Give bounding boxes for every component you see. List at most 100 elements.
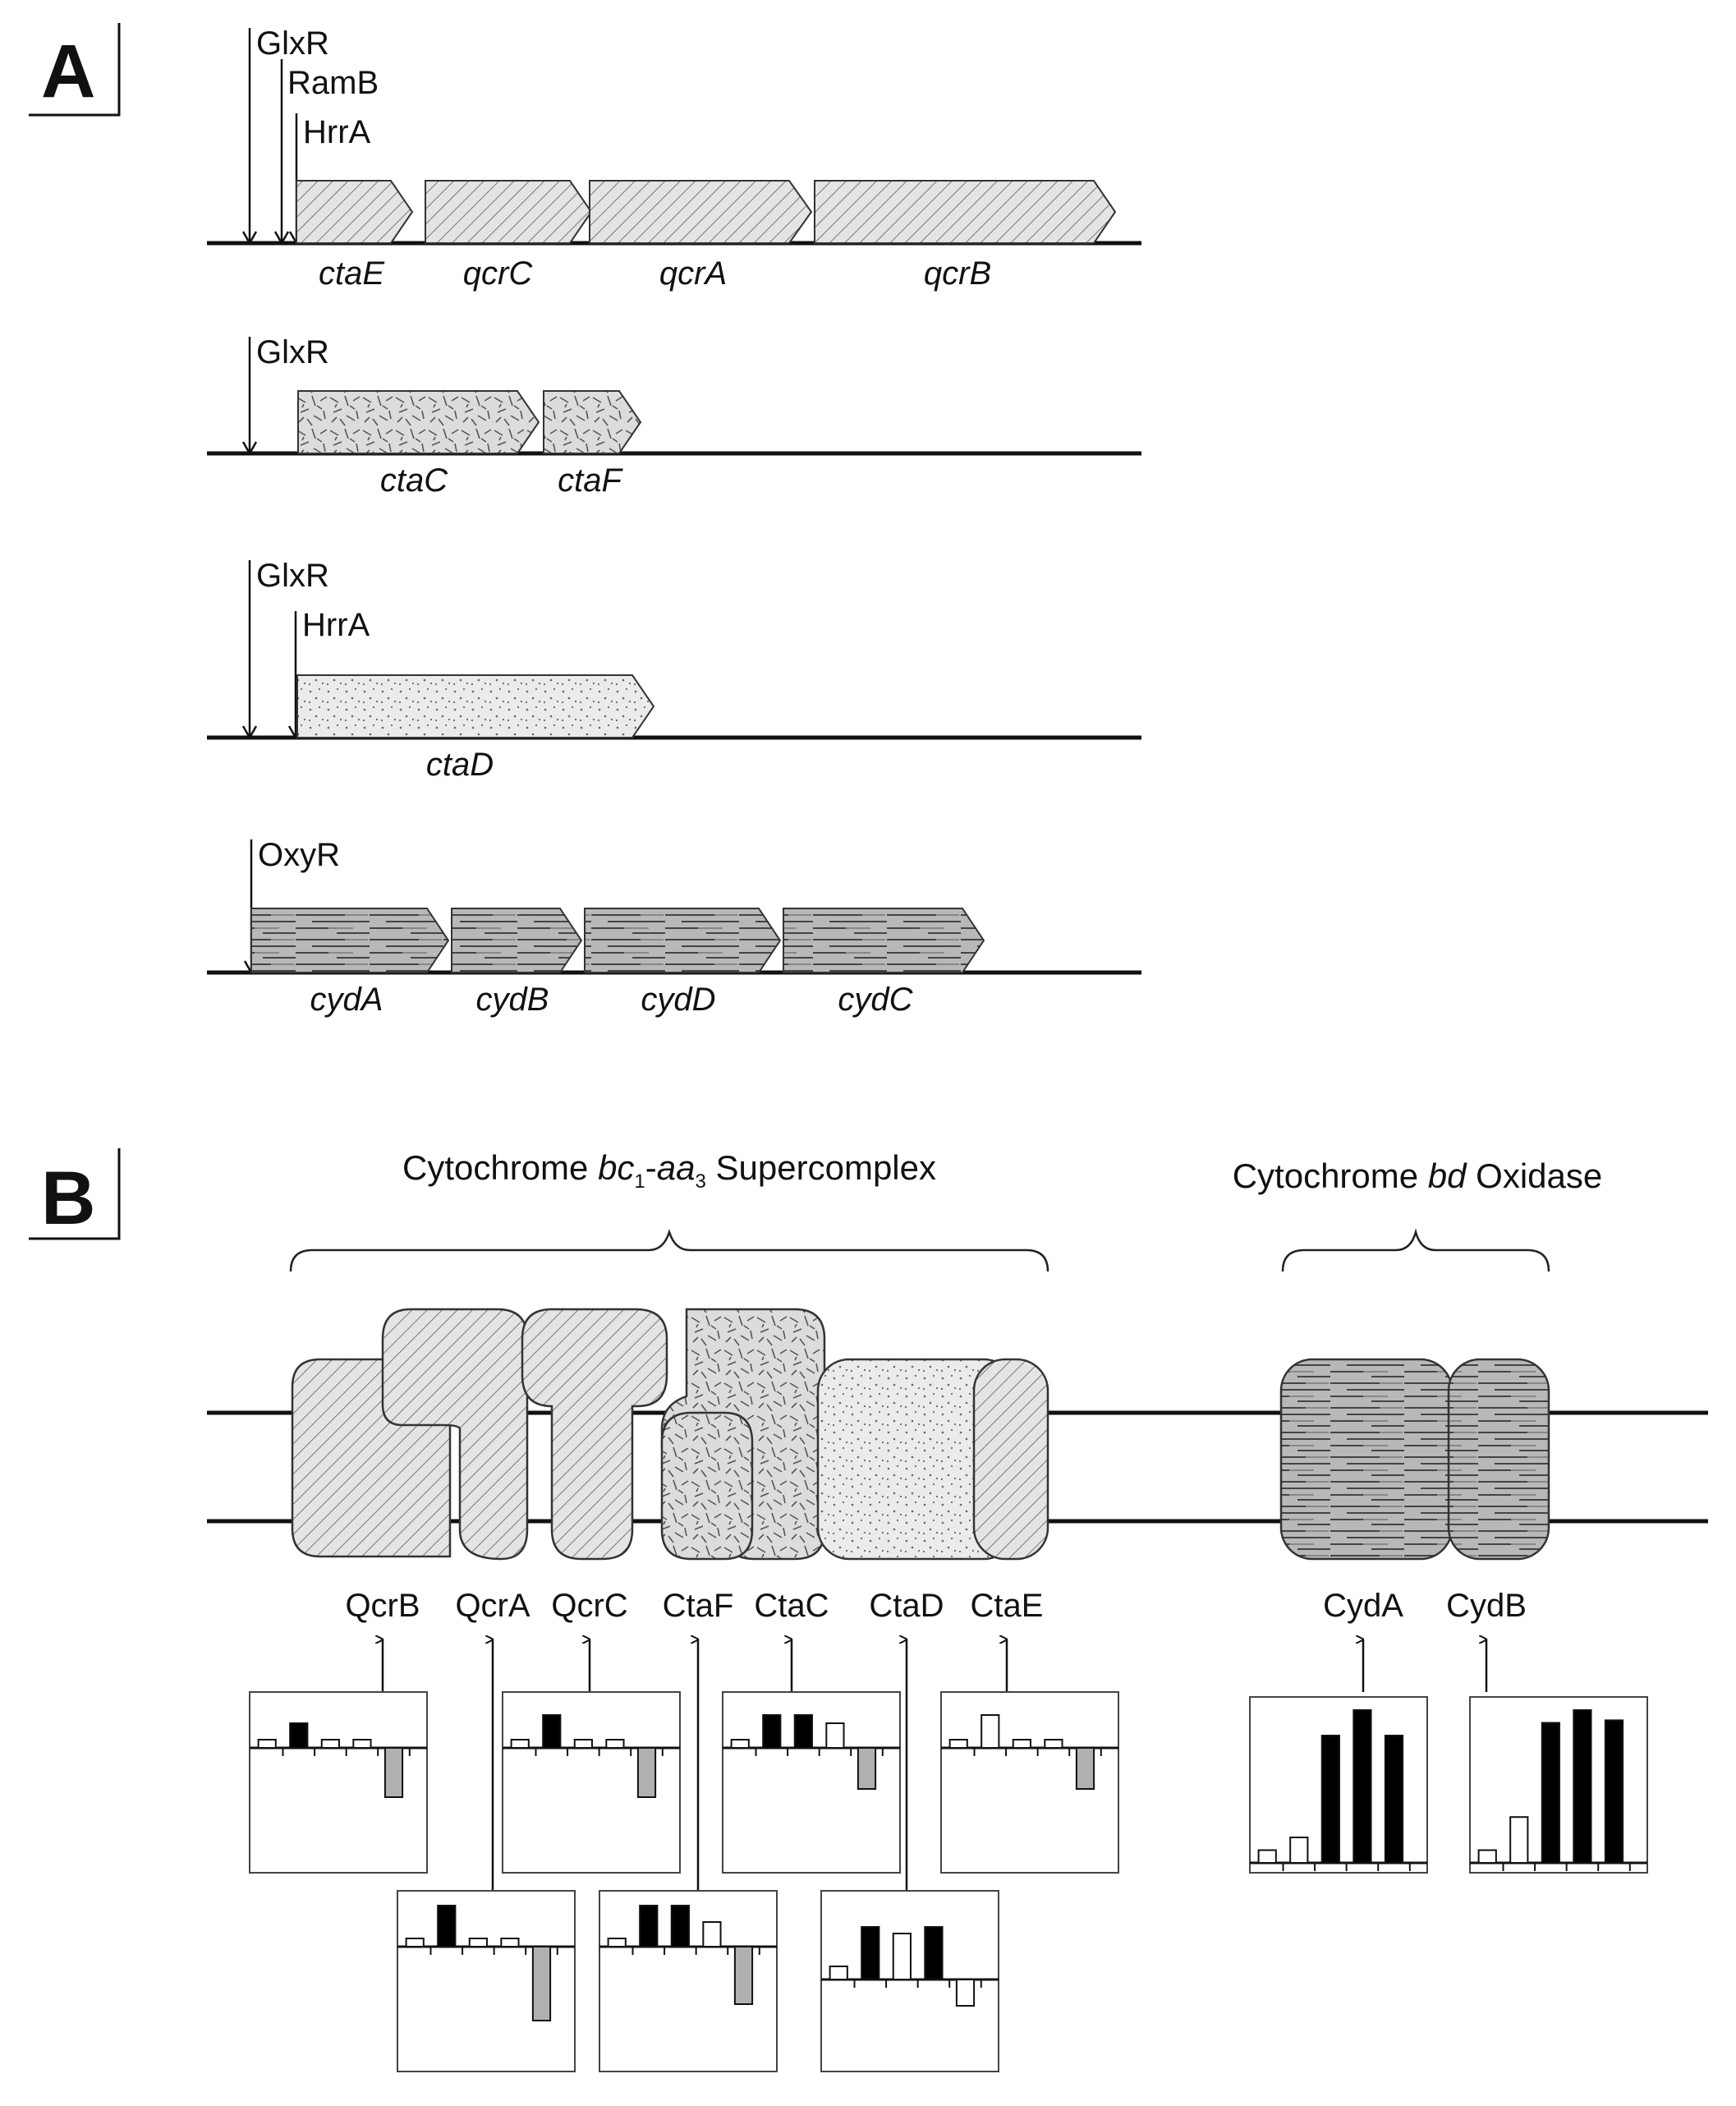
- chart-bar: [1257, 1849, 1277, 1864]
- chart-bar: [405, 1938, 425, 1947]
- gene-arrow-ctac: [297, 390, 540, 454]
- chart-bar: [1477, 1849, 1497, 1864]
- supercomplex-brace: [289, 1228, 1049, 1272]
- panel-a-label: A: [41, 30, 95, 113]
- chart-bar: [1320, 1735, 1340, 1864]
- protein-label: CtaF: [663, 1588, 734, 1624]
- chart-bar: [857, 1747, 877, 1790]
- operon-cta-qcr: GlxR RamB HrrA ctaE qcrC qcrA qcrB: [207, 25, 1141, 292]
- chart-bar: [289, 1722, 309, 1749]
- chart-bar: [320, 1739, 340, 1749]
- gene-arrow-ctad: [296, 674, 655, 738]
- panel-a-label-frame: [29, 23, 121, 117]
- cydb-subunit: [1447, 1358, 1550, 1561]
- cyda-subunit: [1279, 1358, 1454, 1561]
- chart-qcrb: [249, 1691, 428, 1874]
- gene-arrow-cydd: [584, 908, 782, 973]
- gene-label: cydA: [310, 982, 383, 1018]
- chart-bar: [730, 1739, 750, 1749]
- panel-a: A GlxR RamB HrrA ctaE qcrC qcrA qcrB: [29, 23, 1141, 1018]
- gene-arrow-cyda: [250, 908, 450, 973]
- regulator-label: RamB: [287, 65, 379, 101]
- chart-bar: [500, 1938, 520, 1947]
- regulator-label: HrrA: [302, 607, 370, 643]
- chart-bar: [924, 1926, 944, 1980]
- gene-label: ctaE: [319, 255, 385, 292]
- chart-bar: [1541, 1722, 1560, 1864]
- operon-ctac-ctaf: GlxR ctaC ctaF: [207, 334, 1141, 499]
- chart-qcrc: [502, 1691, 681, 1874]
- gene-arrow-cydb: [451, 908, 583, 973]
- chart-bar: [1509, 1816, 1529, 1864]
- gene-arrow-qcrc: [425, 180, 593, 244]
- qcrc-subunit: [521, 1308, 668, 1561]
- panel-b: B Cytochrome bc1-aa3 Supercomplex Cytoch…: [29, 1148, 1708, 2072]
- gene-label: ctaF: [558, 462, 623, 499]
- chart-bar: [437, 1905, 457, 1947]
- protein-label: CydA: [1323, 1588, 1403, 1624]
- bd-oxidase-brace: [1281, 1228, 1550, 1272]
- regulator-label: GlxR: [256, 558, 329, 594]
- chart-bar: [542, 1714, 562, 1749]
- gene-label: qcrB: [924, 255, 991, 292]
- gene-arrow-cydc: [783, 908, 985, 973]
- protein-label: CydB: [1446, 1588, 1527, 1624]
- chart-bar: [636, 1747, 657, 1798]
- operon-cyd: OxyR cydA cydB cydD cydC: [207, 837, 1141, 1018]
- chart-bar: [1604, 1719, 1624, 1864]
- chart-bar: [510, 1739, 530, 1749]
- arrowhead-icon: [241, 231, 258, 246]
- chart-bar: [670, 1905, 690, 1947]
- chart-bar: [1044, 1739, 1063, 1749]
- chart-bar: [1384, 1735, 1404, 1864]
- chart-cyda: [1249, 1696, 1428, 1874]
- bd-oxidase-title: Cytochrome bd Oxidase: [1233, 1156, 1603, 1195]
- gene-label: cydB: [476, 982, 549, 1018]
- gene-label: qcrC: [463, 255, 534, 292]
- gene-label: qcrA: [659, 255, 727, 292]
- chart-bar: [607, 1938, 627, 1947]
- chart-ctaf: [599, 1890, 778, 2072]
- arrowhead-icon: [273, 231, 290, 246]
- gene-label: cydD: [641, 982, 715, 1018]
- chart-bar: [829, 1966, 848, 1980]
- chart-bar: [1573, 1709, 1592, 1864]
- chart-bar: [955, 1979, 976, 2007]
- protein-label: CtaD: [869, 1588, 944, 1624]
- protein-label: QcrC: [551, 1588, 627, 1624]
- arrowhead-icon: [241, 725, 258, 740]
- chart-bar: [1353, 1709, 1372, 1864]
- arrowhead-icon: [241, 441, 258, 456]
- chart-ctac: [722, 1691, 901, 1874]
- chart-bar: [1289, 1837, 1309, 1864]
- gene-label: ctaD: [426, 747, 494, 783]
- protein-label: CtaC: [754, 1588, 829, 1624]
- gene-arrow-ctae: [296, 180, 414, 244]
- regulator-label: OxyR: [258, 837, 340, 873]
- panel-b-label-frame: [29, 1148, 121, 1240]
- chart-bar: [383, 1747, 404, 1798]
- chart-bar: [352, 1739, 372, 1749]
- gene-arrow-ctaf: [543, 390, 642, 454]
- ctae-subunit: [972, 1358, 1049, 1561]
- regulator-label: GlxR: [256, 334, 329, 370]
- chart-bar: [468, 1938, 488, 1947]
- expression-charts: [249, 1691, 1648, 2072]
- supercomplex-title: Cytochrome bc1-aa3 Supercomplex: [402, 1148, 936, 1193]
- chart-bar: [825, 1722, 845, 1749]
- chart-bar: [733, 1946, 754, 2005]
- chart-bar: [1075, 1747, 1095, 1790]
- protein-label: QcrB: [345, 1588, 420, 1624]
- chart-ctad: [820, 1890, 999, 2072]
- chart-bar: [981, 1714, 1000, 1749]
- panel-b-label: B: [41, 1156, 95, 1240]
- protein-label: QcrA: [455, 1588, 530, 1624]
- regulator-label: GlxR: [256, 25, 329, 62]
- chart-bar: [762, 1714, 782, 1749]
- chart-bar: [1012, 1739, 1031, 1749]
- gene-label: ctaC: [380, 462, 448, 499]
- chart-connectors: [383, 1639, 1488, 1891]
- chart-bar: [702, 1921, 722, 1947]
- chart-bar: [639, 1905, 659, 1947]
